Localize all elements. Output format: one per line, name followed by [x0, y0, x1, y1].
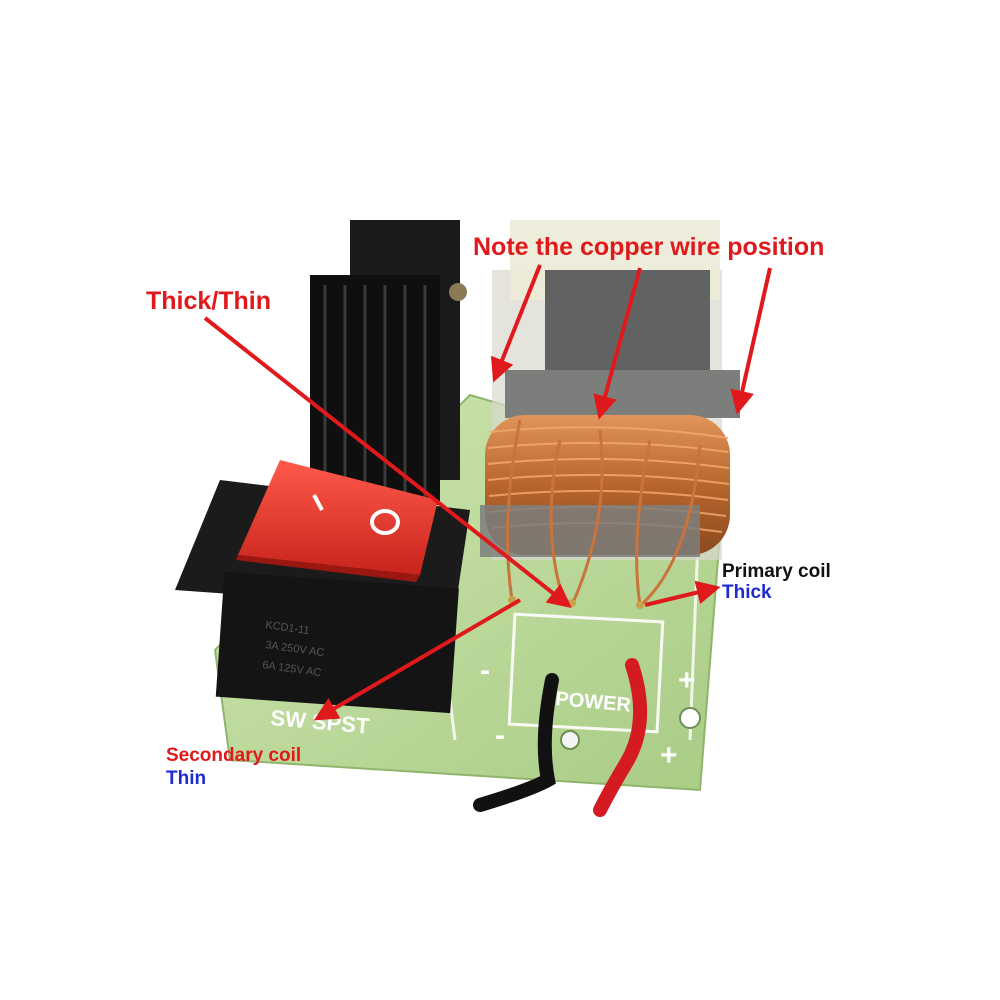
- arrow-top-middle: [593, 267, 642, 420]
- label-secondary-thin: Thin: [166, 768, 206, 789]
- label-secondary-coil: Secondary coil: [166, 745, 301, 766]
- silk-plus-1: +: [678, 664, 696, 697]
- arrow-top-right: [730, 267, 772, 415]
- arrow-thick-thin: [203, 316, 572, 608]
- arrow-secondary: [313, 598, 522, 721]
- label-thick-thin: Thick/Thin: [146, 287, 271, 315]
- power-wires: [473, 658, 648, 817]
- arrow-primary: [644, 580, 721, 607]
- label-primary-thick: Thick: [722, 582, 772, 603]
- arrow-top-left: [490, 264, 542, 383]
- label-primary-coil: Primary coil: [722, 561, 831, 582]
- label-top-note: Note the copper wire position: [473, 233, 824, 261]
- transformer: [480, 220, 740, 606]
- silk-minus-2: -: [495, 719, 505, 752]
- rocker-switch: KCD1-11 3A 250V AC 6A 125V AC: [175, 460, 470, 714]
- annotation-labels: Note the copper wire position Thick/Thin…: [146, 233, 831, 789]
- silk-plus-2: +: [660, 739, 678, 772]
- annotation-arrows: [203, 264, 772, 721]
- silk-minus-1: -: [480, 654, 490, 687]
- heat-sink: [310, 220, 467, 505]
